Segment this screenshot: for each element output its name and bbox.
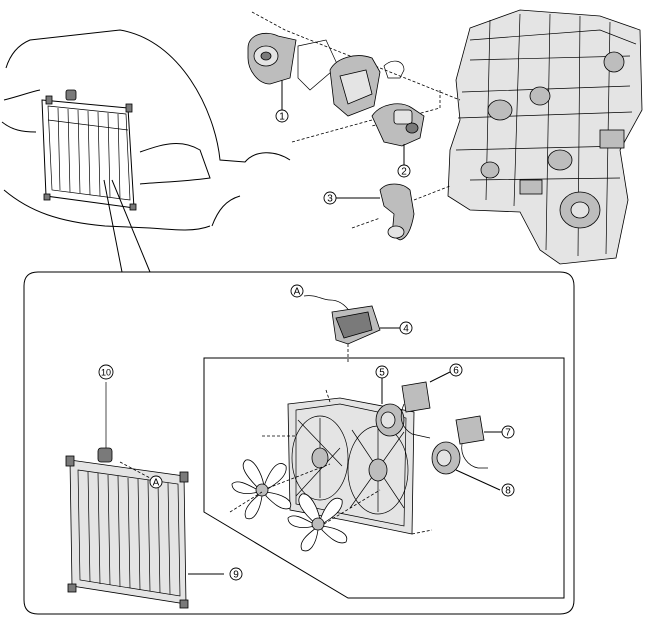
callout-7-label: 7 <box>505 428 511 439</box>
vehicle-front-outline <box>1 29 291 231</box>
radiator-detail <box>65 382 224 609</box>
callout-7: 7 <box>501 425 515 439</box>
callout-9-label: 9 <box>233 570 239 581</box>
detail-leader-wedge <box>103 179 151 273</box>
reference-a-top: A <box>290 284 304 298</box>
engine-block <box>447 9 643 265</box>
fan-motor-left <box>375 378 405 437</box>
callout-6-label: 6 <box>453 366 459 377</box>
water-pump-assembly <box>247 11 461 117</box>
callout-8: 8 <box>501 483 515 497</box>
fan-assembly-dashes <box>229 389 433 535</box>
callout-4-label: 4 <box>403 324 409 335</box>
callout-10: 10 <box>98 364 114 380</box>
callout-8-label: 8 <box>505 486 511 497</box>
callout-5: 5 <box>375 365 389 379</box>
callout-3-label: 3 <box>327 194 333 205</box>
detail-frame <box>23 271 575 615</box>
callout-3: 3 <box>323 191 337 205</box>
callout-5-label: 5 <box>379 368 385 379</box>
fan-assembly-box <box>203 357 565 599</box>
callout-2: 2 <box>397 164 411 178</box>
callout-6: 6 <box>449 363 463 377</box>
callout-1: 1 <box>275 109 289 123</box>
callout-1-label: 1 <box>279 112 285 123</box>
reference-a-radiator-label: A <box>153 478 160 489</box>
reference-a-top-label: A <box>294 287 301 298</box>
fan-blade-left <box>231 459 292 520</box>
fan-blade-right <box>287 493 348 552</box>
coolant-outlet-assembly <box>291 90 441 166</box>
reference-a-radiator: A <box>149 475 163 489</box>
water-pipe <box>336 183 451 241</box>
callout-9: 9 <box>229 567 243 581</box>
fan-motor-right <box>431 441 501 491</box>
fan-resistor-6 <box>400 371 451 439</box>
callout-4: 4 <box>399 321 413 335</box>
callout-2-label: 2 <box>401 167 407 178</box>
fan-control-module <box>303 295 400 362</box>
fan-resistor-7 <box>455 415 502 469</box>
callout-10-label: 10 <box>101 368 111 378</box>
radiator-in-vehicle <box>41 89 137 211</box>
